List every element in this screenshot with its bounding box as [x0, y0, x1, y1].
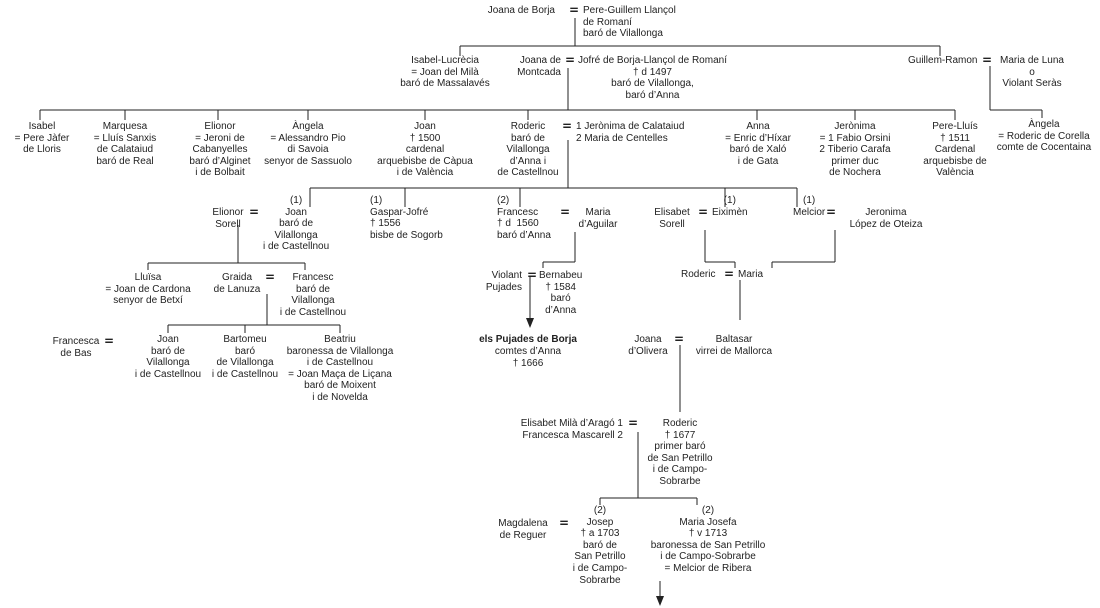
marriage-sign: = [628, 416, 639, 430]
person-elionor-cabanyelles: Elionor = Jeroni de Cabanyelles baró d’A… [189, 121, 251, 179]
marriage-sign: = [982, 53, 993, 67]
person-joana-olivera: Joana d’Olivera [628, 334, 668, 357]
marriage-sign: = [724, 267, 735, 281]
person-joana-de-montcada: Joana de Montcada [517, 55, 561, 78]
person-eiximen: (1) Eiximèn [712, 195, 748, 218]
marriage-sign: = [565, 53, 576, 67]
person-magdalena-reguer: Magdalena de Reguer [498, 518, 548, 541]
person-francesca-bas: Francesca de Bas [52, 336, 100, 359]
person-roderic-wives: 1 Jerònima de Calataiud 2 Maria de Cente… [576, 121, 685, 144]
person-violant-pujades: Violant Pujades [485, 270, 522, 293]
person-lluisa: Lluïsa = Joan de Cardona senyor de Betxí [105, 272, 191, 307]
person-isabel: Isabel = Pere Jàfer de Lloris [14, 121, 70, 156]
person-joan-castellnou: (1) Joan baró de Vilallonga i de Castell… [263, 195, 330, 253]
person-elisabet-sorell: Elisabet Sorell [654, 207, 690, 230]
marriage-sign: = [559, 516, 570, 530]
person-roderic: Roderic [681, 269, 716, 280]
marriage-sign: = [562, 119, 573, 133]
person-gaspar-jofre: (1) Gaspar-Jofré † 1556 bisbe de Sogorb [370, 195, 443, 241]
person-maria-aguilar: Maria d’Aguilar [578, 207, 618, 230]
person-elisabet-mila: Elisabet Milà d’Aragó 1 Francesca Mascar… [520, 418, 623, 441]
person-francesc-1560: (2) Francesc † d 1560 baró d’Anna [497, 195, 551, 241]
person-isabel-lucrecia: Isabel-Lucrècia = Joan del Milà baró de … [400, 55, 490, 90]
person-maria: Maria [738, 269, 764, 280]
marriage-sign: = [569, 3, 580, 17]
marriage-sign: = [265, 270, 276, 284]
person-baltasar: Baltasar virrei de Mallorca [695, 334, 773, 357]
marriage-sign: = [674, 332, 685, 346]
person-jeronima-oteiza: Jeronima López de Oteiza [849, 207, 923, 230]
marriage-sign: = [560, 205, 571, 219]
marriage-sign: = [698, 205, 709, 219]
person-pere-lluis: Pere-Lluís † 1511 Cardenal arquebisbe de… [923, 121, 987, 179]
marriage-sign: = [104, 334, 115, 348]
person-maria-josefa: (2) Maria Josefa † v 1713 baronessa de S… [650, 505, 766, 574]
person-joan-b: Joan baró de Vilallonga i de Castellnou [134, 334, 202, 380]
person-bernabeu: Bernabeu † 1584 baró d’Anna [539, 270, 583, 316]
person-elionor-sorell: Elionor Sorell [212, 207, 244, 230]
person-jofre-de-borja: Jofré de Borja-Llançol de Romaní † d 149… [578, 55, 727, 101]
person-angela-pio: Àngela = Alessandro Pio di Savoia senyor… [264, 121, 352, 167]
person-guillem-ramon: Guillem-Ramon [908, 55, 978, 66]
person-roderic-1677: Roderic † 1677 primer baró de San Petril… [647, 418, 713, 487]
marriage-sign: = [249, 205, 260, 219]
person-josep: (2) Josep † a 1703 baró de San Petrillo … [572, 505, 628, 586]
person-maria-de-luna: Maria de Luna o Violant Seràs [1000, 55, 1064, 90]
person-melcior: (1) Melcior [793, 195, 826, 218]
person-pujades-comtes: comtes d’Anna † 1666 [494, 346, 562, 369]
marriage-sign: = [826, 205, 837, 219]
person-angela-corella: Àngela = Roderic de Corella comte de Coc… [996, 119, 1092, 154]
person-beatriu: Beatriu baronessa de Vilallonga i de Cas… [286, 334, 394, 403]
person-bartomeu: Bartomeu baró de Vilallonga i de Castell… [211, 334, 279, 380]
person-pujades-de-borja: els Pujades de Borja [479, 334, 577, 345]
person-francesc-castellnou: Francesc baró de Vilallonga i de Castell… [279, 272, 347, 318]
person-marquesa: Marquesa = Lluís Sanxis de Calataiud bar… [93, 121, 157, 167]
person-anna: Anna = Enric d’Híxar baró de Xaló i de G… [725, 121, 791, 167]
marriage-sign: = [527, 268, 538, 282]
person-jeronima: Jerònima = 1 Fabio Orsini 2 Tiberio Cara… [819, 121, 891, 179]
person-joana-de-borja: Joana de Borja [487, 5, 555, 16]
person-pere-guillem: Pere-Guillem Llançol de Romaní baró de V… [583, 5, 676, 40]
person-roderic-anna: Roderic baró de Vilallonga d’Anna i de C… [497, 121, 559, 179]
person-joan-1500: Joan † 1500 cardenal arquebisbe de Càpua… [377, 121, 473, 179]
person-graida: Graida de Lanuza [213, 272, 261, 295]
